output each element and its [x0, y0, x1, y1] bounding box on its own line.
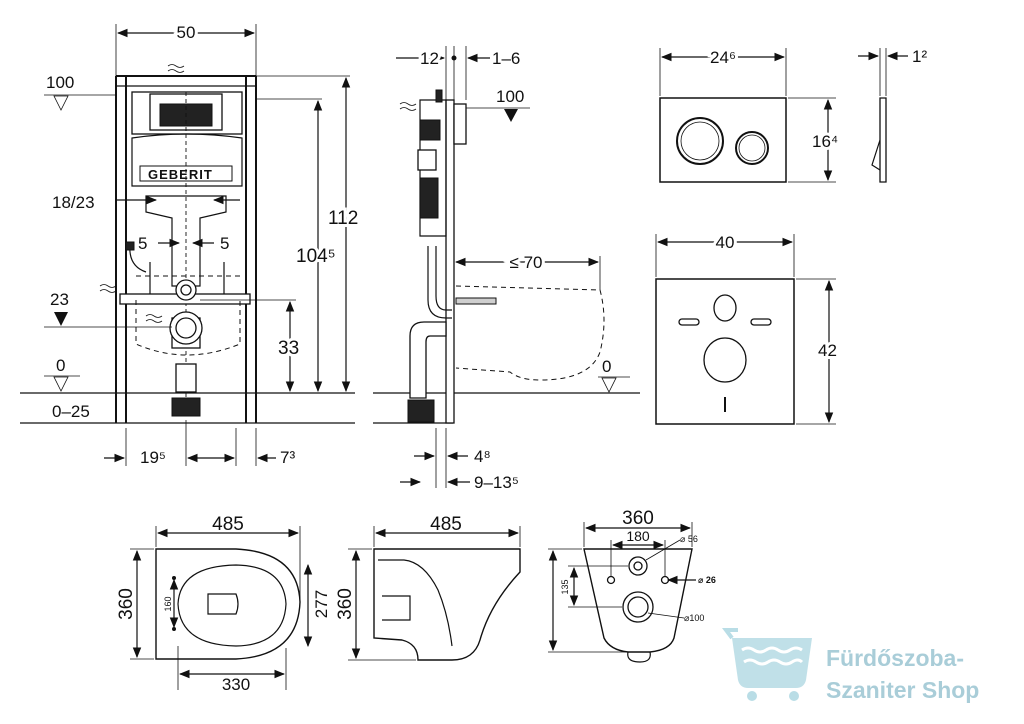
dim-bowl-side-height: 360 [335, 588, 356, 620]
dim-drain-spacing: 18/23 [52, 193, 95, 212]
dim-side-bottom-a: 4⁸ [474, 447, 491, 466]
dim-foot-right: 7³ [280, 448, 295, 467]
bowl-top-view: 485 360 160 277 330 [113, 514, 331, 694]
dim-offset-right: 5 [220, 234, 229, 253]
dim-template-width: 40 [716, 233, 735, 252]
dim-bowl-base: 330 [222, 675, 250, 694]
brand-logo: GEBERIT [148, 167, 213, 182]
dim-projection: ≤ 70 [510, 253, 543, 272]
frame-front-view: GEBERIT 50 100 [20, 20, 361, 467]
dim-side-wall: 1–6 [492, 49, 520, 68]
dim-bowl-back-offset: 135 [560, 579, 570, 594]
bathtub-icon [722, 628, 812, 701]
dim-bowl-length: 485 [212, 514, 244, 535]
side-level-top-label: 100 [496, 87, 524, 106]
dim-template-height: 42 [818, 341, 837, 360]
dim-bowl-width: 360 [116, 588, 137, 620]
dim-bowl-seat: 277 [312, 590, 331, 618]
dim-bowl-side-length: 485 [430, 514, 462, 535]
dim-bowl-inner: 160 [163, 596, 173, 611]
dim-frame-width: 50 [177, 23, 196, 42]
flush-plate-view: 24⁶ 16⁴ 1² [659, 45, 927, 183]
watermark: Fürdőszoba- Szaniter Shop [722, 628, 979, 703]
dim-bowl-holes: 180 [626, 528, 650, 544]
dim-frame-height-total: 112 [328, 208, 358, 229]
dim-plate-height: 16⁴ [812, 132, 838, 151]
watermark-line-1: Fürdőszoba- [826, 645, 964, 671]
label-bolt-diameter: ⌀ 26 [698, 575, 716, 585]
floor-range-label: 0–25 [52, 402, 90, 421]
template-view: 40 42 [655, 230, 840, 425]
dim-side-depth: 12 [420, 49, 439, 68]
dim-bowl-back-width: 360 [622, 508, 654, 529]
dim-offset-left: 5 [138, 234, 147, 253]
level-23-label: 23 [50, 290, 69, 309]
frame-side-view: 12 1–6 100 ≤ 70 0 4⁸ 9–13⁵ [373, 46, 640, 492]
label-outlet-diameter: ⌀100 [684, 613, 704, 623]
bowl-back-view: 360 180 ⌀ 56 ⌀ 26 ⌀100 135 [548, 508, 716, 663]
label-inlet-diameter: ⌀ 56 [680, 534, 698, 544]
bowl-side-view: 485 360 [332, 514, 521, 661]
dim-foot-left: 19⁵ [140, 448, 166, 467]
dim-frame-height-inner: 104⁵ [296, 246, 336, 267]
dim-drain-height: 33 [278, 338, 299, 359]
side-level-0-label: 0 [602, 357, 611, 376]
level-0-label: 0 [56, 356, 65, 375]
level-top-label: 100 [46, 73, 74, 92]
watermark-line-2: Szaniter Shop [826, 677, 979, 703]
dim-plate-depth: 1² [912, 47, 927, 66]
dim-plate-width: 24⁶ [710, 48, 736, 67]
dim-side-bottom-b: 9–13⁵ [474, 473, 519, 492]
